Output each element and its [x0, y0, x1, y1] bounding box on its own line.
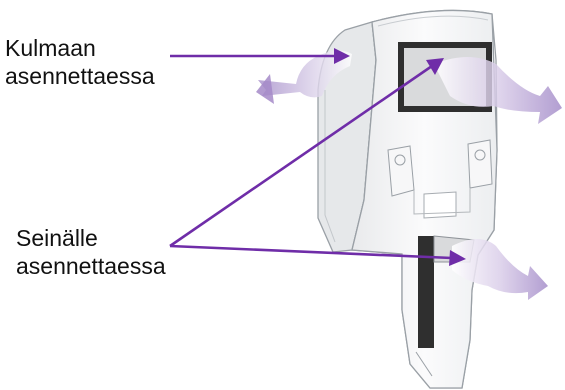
- corner-mount-label-line2: asennettaessa: [5, 62, 155, 90]
- wall-mount-label-line2: asennettaessa: [16, 252, 166, 280]
- lower-tape-slot: [418, 236, 434, 348]
- corner-mount-label: Kulmaan asennettaessa: [5, 34, 155, 90]
- wall-mount-label: Seinälle asennettaessa: [16, 224, 166, 280]
- left-clip: [388, 146, 414, 196]
- wall-mount-label-line1: Seinälle: [16, 224, 166, 252]
- corner-mount-label-line1: Kulmaan: [5, 34, 155, 62]
- right-clip: [468, 140, 492, 188]
